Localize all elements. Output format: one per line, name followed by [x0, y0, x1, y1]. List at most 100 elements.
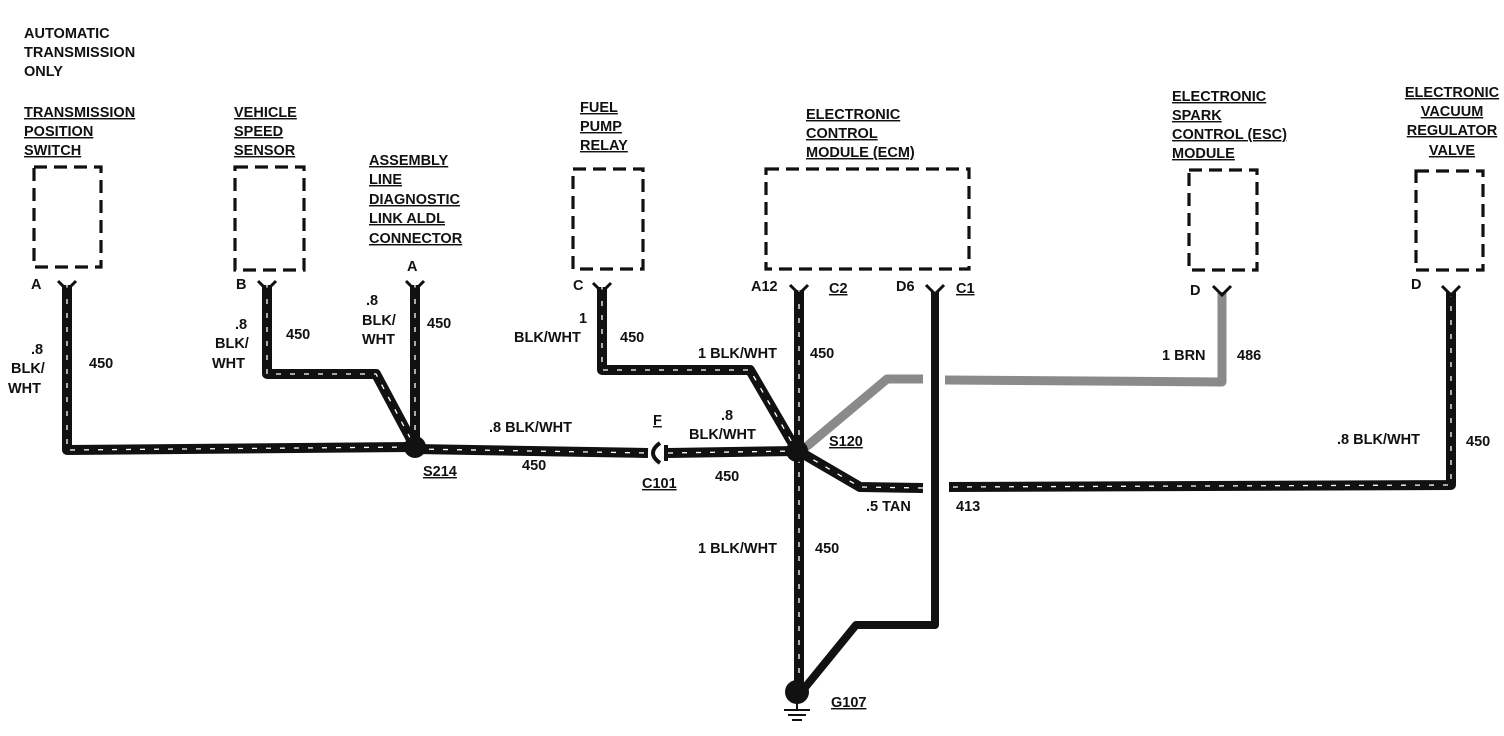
svg-text:450: 450 [715, 469, 739, 485]
svg-text:ELECTRONIC: ELECTRONIC [1405, 85, 1500, 101]
wires [62, 285, 1456, 693]
svg-text:.5 TAN: .5 TAN [866, 499, 911, 515]
pin-tps: A [31, 277, 42, 293]
svg-text:CONTROL: CONTROL [806, 126, 878, 142]
wire-evr [948, 292, 1456, 492]
svg-text:450: 450 [1466, 434, 1490, 450]
svg-text:WHT: WHT [212, 356, 245, 372]
svg-text:BLK/WHT: BLK/WHT [689, 427, 756, 443]
ground-symbol [784, 680, 810, 721]
svg-text:413: 413 [956, 499, 980, 515]
s120-label: S120 [829, 434, 863, 450]
vacuum-regulator-valve-label: ELECTRONIC VACUUM REGULATOR VALVE [1405, 85, 1500, 159]
ecm-label: ELECTRONIC CONTROL MODULE (ECM) [806, 107, 915, 161]
terminal-fpr [591, 281, 613, 295]
pin-labels: A B A C A12 C2 D6 C1 D D [31, 259, 1421, 299]
terminals [56, 279, 1462, 298]
c101-pin-label: F [653, 413, 662, 429]
svg-text:SPEED: SPEED [234, 124, 283, 140]
svg-text:CONNECTOR: CONNECTOR [369, 231, 463, 247]
terminal-vss [256, 279, 278, 293]
svg-text:1 BRN: 1 BRN [1162, 348, 1206, 364]
svg-text:PUMP: PUMP [580, 119, 622, 135]
pin-ecm-c2: C2 [829, 281, 848, 297]
svg-text:450: 450 [815, 541, 839, 557]
svg-text:450: 450 [810, 346, 834, 362]
s214-label: S214 [423, 464, 457, 480]
terminal-tps [56, 279, 78, 293]
wire-tps [62, 285, 416, 455]
wire-esc [944, 292, 1227, 387]
svg-text:WHT: WHT [8, 381, 41, 397]
vss-box [233, 165, 306, 272]
aldl-connector-label: ASSEMBLY LINE DIAGNOSTIC LINK ALDL CONNE… [369, 153, 463, 247]
svg-text:1 BLK/WHT: 1 BLK/WHT [698, 541, 777, 557]
ecm-box [764, 167, 971, 271]
svg-text:450: 450 [286, 327, 310, 343]
svg-text:POSITION: POSITION [24, 124, 93, 140]
pin-esc: D [1190, 283, 1200, 299]
svg-text:450: 450 [522, 458, 546, 474]
pin-vss: B [236, 277, 246, 293]
esc-box [1187, 168, 1259, 272]
svg-text:450: 450 [427, 316, 451, 332]
svg-text:ASSEMBLY: ASSEMBLY [369, 153, 449, 169]
evr-box [1414, 169, 1485, 272]
svg-text:BLK/: BLK/ [362, 313, 396, 329]
transmission-position-switch-label: TRANSMISSION POSITION SWITCH [24, 105, 135, 159]
svg-text:VEHICLE: VEHICLE [234, 105, 297, 121]
c101-label: C101 [642, 476, 677, 492]
wire-c101-s120 [667, 446, 798, 458]
pin-ecm-a12: A12 [751, 279, 778, 295]
g107-label: G107 [831, 695, 866, 711]
svg-text:FUEL: FUEL [580, 100, 618, 116]
wire-labels: .8 BLK/ WHT 450 .8 BLK/ WHT 450 .8 BLK/ … [8, 293, 1490, 557]
svg-text:450: 450 [89, 356, 113, 372]
svg-text:ONLY: ONLY [24, 64, 63, 80]
terminal-a12 [788, 283, 810, 297]
svg-text:CONTROL (ESC): CONTROL (ESC) [1172, 127, 1287, 143]
wire-vss [262, 285, 420, 450]
c101-connector [651, 441, 668, 465]
svg-text:.8: .8 [721, 408, 733, 424]
svg-text:.8 BLK/WHT: .8 BLK/WHT [1337, 432, 1420, 448]
pin-evr: D [1411, 277, 1421, 293]
svg-text:TRANSMISSION: TRANSMISSION [24, 105, 135, 121]
fuel-pump-relay-label: FUEL PUMP RELAY [580, 100, 628, 154]
svg-text:450: 450 [620, 330, 644, 346]
svg-text:LINK ALDL: LINK ALDL [369, 211, 445, 227]
svg-text:ELECTRONIC: ELECTRONIC [806, 107, 901, 123]
svg-text:WHT: WHT [362, 332, 395, 348]
svg-text:LINE: LINE [369, 172, 402, 188]
svg-text:DIAGNOSTIC: DIAGNOSTIC [369, 192, 461, 208]
svg-text:BLK/: BLK/ [215, 336, 249, 352]
wire-esc-to-s120 [797, 374, 923, 456]
svg-text:RELAY: RELAY [580, 138, 628, 154]
svg-text:.8: .8 [366, 293, 378, 309]
svg-text:486: 486 [1237, 348, 1261, 364]
fpr-box [571, 167, 645, 271]
terminal-d6 [924, 283, 946, 297]
reference-labels: S214 S120 F C101 G107 [423, 413, 866, 711]
svg-text:BLK/WHT: BLK/WHT [514, 330, 581, 346]
svg-text:TRANSMISSION: TRANSMISSION [24, 45, 135, 61]
pin-ecm-c1: C1 [956, 281, 975, 297]
svg-text:.8: .8 [31, 342, 43, 358]
terminal-esc [1211, 284, 1233, 298]
svg-text:BLK/: BLK/ [11, 361, 45, 377]
svg-text:.8: .8 [235, 317, 247, 333]
automatic-transmission-note: AUTOMATIC TRANSMISSION ONLY [24, 26, 135, 80]
esc-module-label: ELECTRONIC SPARK CONTROL (ESC) MODULE [1172, 89, 1287, 162]
svg-text:VACUUM: VACUUM [1421, 104, 1484, 120]
svg-text:ELECTRONIC: ELECTRONIC [1172, 89, 1267, 105]
pin-ecm-d6: D6 [896, 279, 915, 295]
svg-text:.8 BLK/WHT: .8 BLK/WHT [489, 420, 572, 436]
svg-text:SPARK: SPARK [1172, 108, 1222, 124]
terminal-evr [1440, 284, 1462, 298]
svg-text:MODULE (ECM): MODULE (ECM) [806, 145, 915, 161]
svg-text:VALVE: VALVE [1429, 143, 1476, 159]
splice-s214 [404, 436, 426, 458]
terminal-aldl [404, 279, 426, 293]
pin-aldl: A [407, 259, 418, 275]
